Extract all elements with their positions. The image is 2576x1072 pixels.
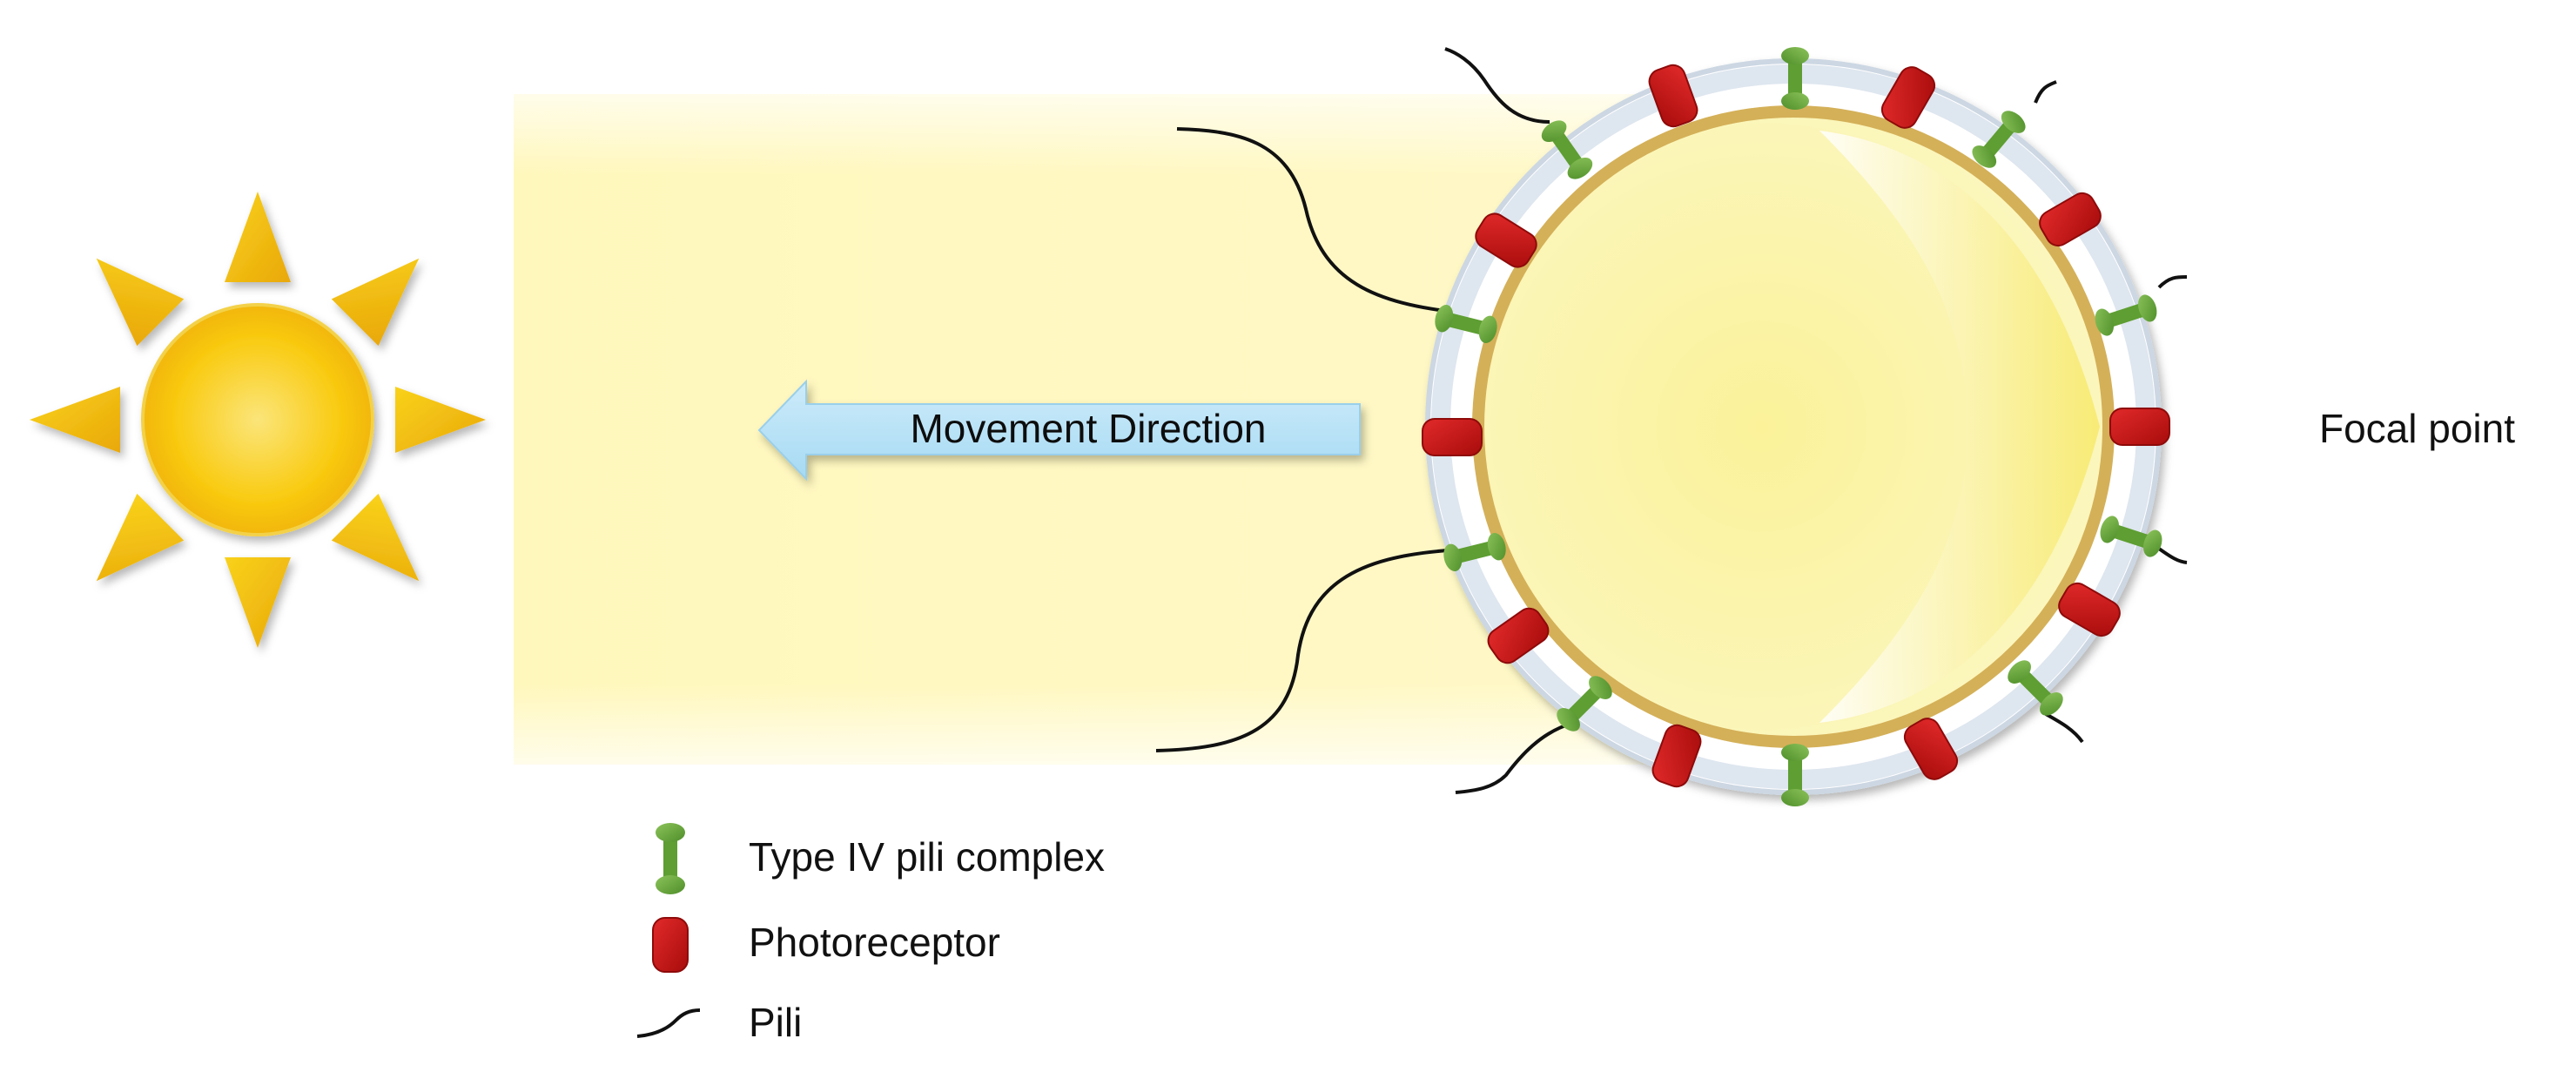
legend-label-pili-complex: Type IV pili complex xyxy=(749,834,1105,880)
legend-item-pili-complex: Type IV pili complex xyxy=(656,823,1105,894)
short-pili xyxy=(2034,80,2188,744)
pili-complex-icon xyxy=(656,823,685,894)
photoreceptor-icon xyxy=(652,917,689,973)
legend-item-photoreceptor: Photoreceptor xyxy=(652,917,1000,973)
long-pili xyxy=(1155,47,1575,794)
legend-label-photoreceptor: Photoreceptor xyxy=(749,920,1000,965)
legend-item-pili: Pili xyxy=(636,1000,802,1045)
legend-label-pili: Pili xyxy=(749,1000,802,1045)
cell xyxy=(1425,58,2162,795)
focal-point-label: Focal point xyxy=(2319,406,2515,451)
movement-direction-label: Movement Direction xyxy=(910,406,1266,451)
photoreceptors xyxy=(1422,64,2170,788)
movement-direction-arrow: Movement Direction xyxy=(757,379,1361,482)
focal-light-cone xyxy=(1819,131,2100,723)
sun-icon xyxy=(30,192,486,648)
pili-icon xyxy=(636,1008,701,1038)
legend: Type IV pili complex Photoreceptor Pili xyxy=(636,823,1105,1045)
pili-complexes xyxy=(1435,47,2162,806)
